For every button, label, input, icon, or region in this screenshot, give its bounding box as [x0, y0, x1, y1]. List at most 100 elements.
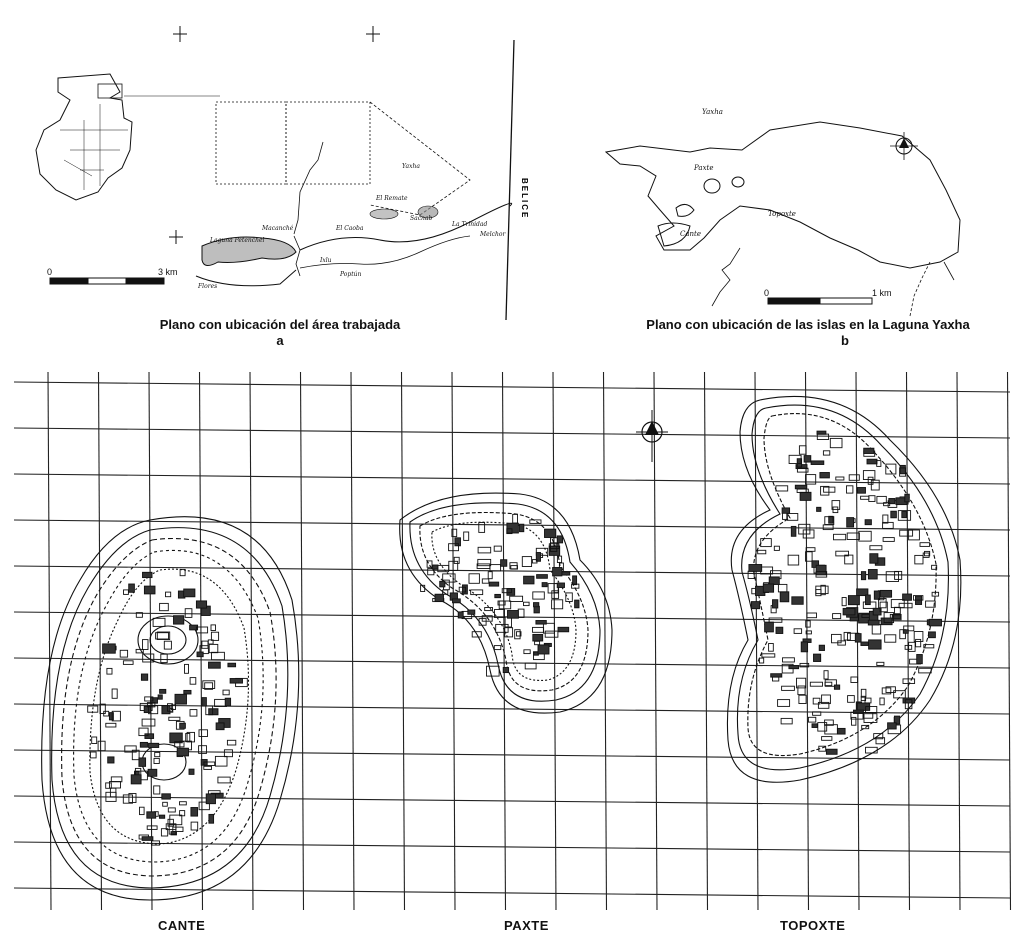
structure-mound [138, 757, 147, 767]
structure-mound [788, 454, 802, 464]
structure-mound [179, 801, 187, 806]
structure-mound [534, 640, 541, 646]
structure-mound [506, 522, 519, 534]
structure-mound [764, 621, 774, 633]
structure-mound [762, 583, 775, 593]
structure-mound [868, 495, 876, 502]
map-b-north-arrow-icon [890, 132, 918, 160]
structure-mound [470, 589, 484, 596]
structure-mound [805, 620, 811, 628]
structure-mound [866, 458, 878, 465]
structure-mound [868, 639, 882, 650]
structure-mound [819, 472, 830, 479]
svg-text:Melchor: Melchor [479, 231, 506, 238]
structure-mound [882, 537, 895, 542]
cante-structures [87, 568, 248, 846]
structure-mound [143, 585, 156, 595]
structure-mound [495, 623, 509, 633]
structure-mound [858, 530, 872, 542]
structure-mound [532, 633, 544, 642]
structure-mound [758, 657, 765, 664]
structure-mound [434, 593, 444, 602]
grid-line [350, 371, 355, 911]
map-b-island-label-paxte: Paxte [693, 164, 713, 172]
grid-line [13, 887, 1011, 899]
structure-mound [91, 736, 98, 744]
topoxte-structures [747, 430, 942, 755]
structure-mound [535, 547, 549, 556]
structure-mound [170, 704, 176, 710]
structure-mound [899, 467, 907, 477]
structure-mound [816, 506, 822, 512]
map-b [604, 121, 961, 317]
structure-mound [541, 582, 548, 588]
structure-mound [902, 678, 916, 684]
structure-mound [899, 629, 906, 640]
structure-mound [484, 607, 493, 612]
svg-text:Sacnab: Sacnab [410, 215, 432, 222]
structure-mound [144, 733, 155, 739]
structure-mound [865, 746, 878, 754]
grid-line [249, 371, 254, 911]
structure-mound [201, 640, 209, 649]
structure-mound [856, 588, 869, 597]
structure-mound [816, 433, 830, 440]
laguna-yaxha-shoreline [604, 121, 961, 269]
structure-mound [509, 595, 524, 602]
structure-mound [498, 600, 512, 610]
structure-mound [836, 727, 846, 735]
structure-mound [748, 564, 763, 572]
structure-mound [850, 676, 859, 683]
structure-mound [169, 814, 183, 826]
structure-mound [188, 768, 195, 775]
structure-mound [821, 736, 833, 741]
structure-mound [869, 545, 883, 551]
structure-mound [229, 678, 243, 684]
structure-mound [847, 595, 860, 606]
structure-mound [111, 688, 118, 699]
structure-mound [167, 703, 173, 712]
structure-mound [214, 698, 227, 707]
structure-mound [556, 555, 563, 563]
structure-mound [884, 634, 897, 643]
structure-mound [494, 593, 501, 599]
structure-mound [880, 589, 893, 598]
island-label-cante: CANTE [158, 918, 206, 933]
structure-mound [208, 643, 219, 654]
structure-mound [780, 717, 793, 725]
structure-mound [798, 445, 807, 455]
grid-line [13, 749, 1011, 761]
structure-mound [531, 559, 538, 564]
structure-mound [885, 686, 896, 693]
structure-mound [823, 486, 836, 493]
structure-mound [757, 549, 767, 555]
crosshair-icon [169, 26, 380, 244]
structure-mound [544, 528, 557, 538]
grid-line [552, 371, 557, 911]
structure-mound [146, 811, 157, 819]
structure-mound [514, 629, 521, 640]
grid-line [97, 371, 103, 911]
structure-mound [501, 588, 512, 594]
structure-mound [161, 793, 171, 800]
structure-mound [157, 694, 163, 700]
structure-mound [468, 573, 480, 584]
structure-mound [908, 529, 920, 541]
structure-mound [208, 708, 219, 716]
structure-mound [189, 624, 199, 631]
structure-mound [87, 705, 99, 713]
structure-mound [882, 521, 894, 529]
structure-mound [163, 640, 172, 650]
structure-mound [824, 719, 834, 726]
structure-mound [439, 580, 446, 588]
svg-text:El Caoba: El Caoba [335, 225, 364, 232]
structure-mound [516, 631, 522, 637]
structure-mound [918, 667, 932, 674]
structure-mound [825, 748, 838, 755]
structure-mound [517, 608, 525, 618]
grid-line [13, 703, 1011, 715]
structure-mound [815, 571, 828, 578]
structure-mound [777, 699, 791, 707]
belize-border [505, 39, 515, 321]
structure-mound [167, 807, 176, 813]
